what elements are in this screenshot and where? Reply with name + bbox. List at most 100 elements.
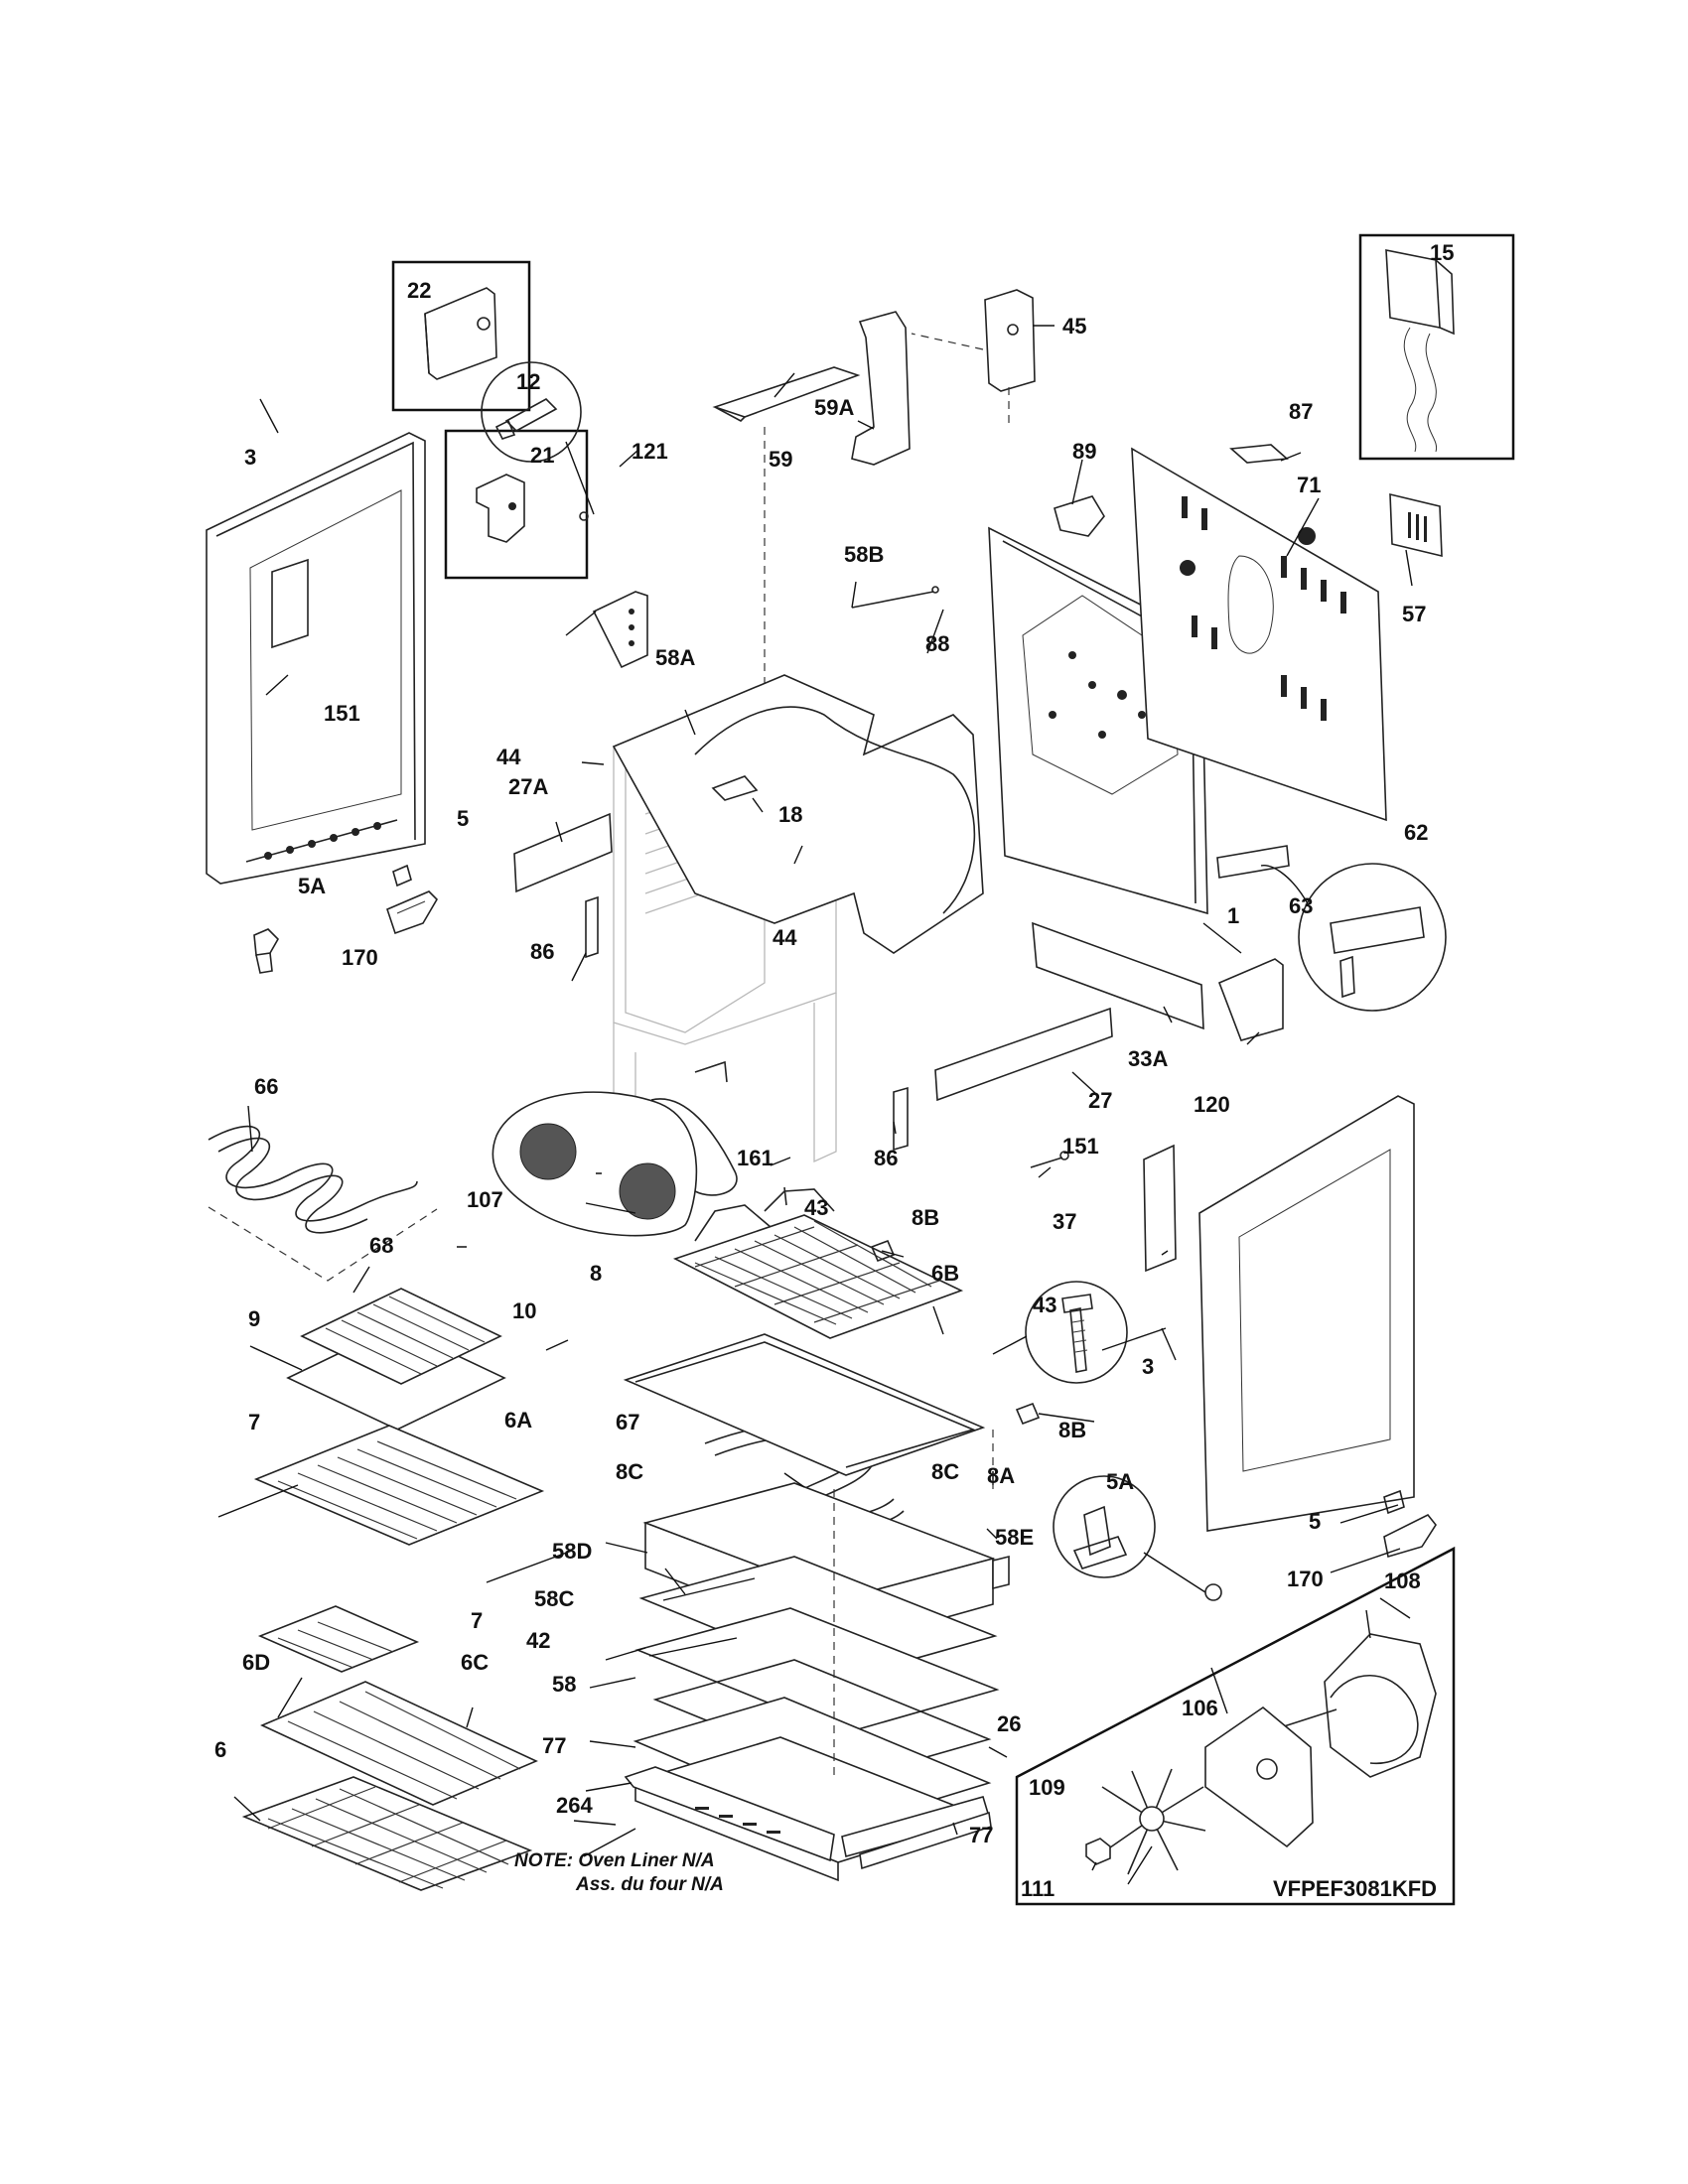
label-7-top: 7 [248,1410,260,1434]
label-170-left: 170 [342,945,378,970]
label-109: 109 [1029,1775,1065,1800]
rack-part-6c [260,1681,538,1806]
label-66: 66 [254,1074,278,1099]
label-87: 87 [1289,399,1313,424]
label-58d: 58D [552,1539,592,1564]
label-43-big: 43 [1033,1293,1056,1317]
label-6: 6 [214,1737,226,1762]
label-45: 45 [1062,314,1086,339]
label-8c-left: 8C [616,1459,643,1484]
inset-part-22 [391,260,531,412]
label-106: 106 [1182,1696,1218,1720]
label-89: 89 [1072,439,1096,464]
label-8c-right: 8C [931,1459,959,1484]
label-22: 22 [407,278,431,303]
detail-circle-part-12 [481,361,595,521]
label-107: 107 [467,1187,503,1212]
label-3-left: 3 [244,445,256,470]
label-27: 27 [1088,1088,1112,1113]
inset-part-15 [1358,233,1515,461]
rack-part-6d [257,1605,420,1673]
note-oven-liner: NOTE: Oven Liner N/A [514,1850,715,1871]
oven-cavity-assembly [513,444,1447,1172]
label-58: 58 [552,1672,576,1697]
drawer-assembly [624,1430,1010,1882]
label-111: 111 [1021,1876,1055,1901]
label-58c: 58C [534,1586,574,1611]
bracket-part-121 [592,591,648,669]
label-86-mid: 86 [874,1146,898,1170]
note-oven-liner-french: Ass. du four N/A [575,1874,724,1895]
label-8a: 8A [987,1463,1015,1488]
label-18: 18 [778,802,802,827]
label-161: 161 [737,1146,774,1170]
detail-circle-part-43 [783,1151,1128,1426]
label-44-mid: 44 [773,925,797,950]
label-1: 1 [1227,903,1239,928]
tray-part-8 [623,1333,986,1476]
label-58b: 58B [844,542,884,567]
rack-part-6 [241,1776,533,1891]
label-57: 57 [1402,602,1426,626]
label-88: 88 [925,631,949,656]
part-labels: 15 22 21 45 59A 59 87 89 71 57 3 121 58B… [214,240,1454,1901]
label-12: 12 [516,369,540,394]
label-27a: 27A [508,774,548,799]
label-33a: 33A [1128,1046,1168,1071]
label-26: 26 [997,1711,1021,1736]
label-121: 121 [632,439,668,464]
label-6b: 6B [931,1261,959,1286]
label-5-right: 5 [1309,1509,1321,1534]
left-leg-parts [253,864,439,974]
label-10: 10 [512,1298,536,1323]
label-44-top: 44 [496,745,521,769]
label-6a: 6A [504,1408,532,1433]
label-67: 67 [616,1410,639,1434]
label-6c: 6C [461,1650,489,1675]
label-264: 264 [556,1793,593,1818]
label-42: 42 [526,1628,550,1653]
convection-motor-inset [1015,1546,1456,1906]
label-43-small: 43 [804,1195,828,1220]
label-170-right: 170 [1287,1567,1324,1591]
label-3-right: 3 [1142,1354,1154,1379]
label-71: 71 [1297,473,1321,497]
label-63: 63 [1289,893,1313,918]
label-9: 9 [248,1306,260,1331]
label-8b-bottom: 8B [1058,1418,1086,1442]
inset-part-21 [444,429,589,580]
vent-duct-parts [712,289,1036,715]
label-151-right: 151 [1062,1134,1099,1159]
label-6d: 6D [242,1650,270,1675]
label-21: 21 [530,443,554,468]
rack-part-6a [217,1425,573,1583]
broiler-pan-parts-9-10 [286,1288,506,1431]
label-120: 120 [1194,1092,1230,1117]
label-58e: 58E [995,1525,1034,1550]
label-62: 62 [1404,820,1428,845]
label-151-left: 151 [324,701,360,726]
label-86-left: 86 [530,939,554,964]
label-59: 59 [769,447,792,472]
label-77-right: 77 [969,1823,993,1847]
detail-circle-part-5a [1053,1475,1222,1601]
right-side-panel-part-3 [1143,1095,1437,1559]
label-8: 8 [590,1261,602,1286]
convection-cover-part-107 [492,1060,738,1237]
label-15: 15 [1430,240,1454,265]
left-side-panel-part-3 [206,432,426,885]
label-7-bottom: 7 [471,1608,483,1633]
model-number: VFPEF3081KFD [1273,1876,1437,1901]
label-68: 68 [369,1233,393,1258]
label-8b-top: 8B [912,1205,939,1230]
leader-lines [233,325,1413,1885]
label-108: 108 [1384,1569,1421,1593]
label-5-left: 5 [457,806,469,831]
label-59a: 59A [814,395,854,420]
rack-part-6b [672,1188,964,1339]
label-77-left: 77 [542,1733,566,1758]
label-5a-left: 5A [298,874,326,898]
label-58a: 58A [655,645,695,670]
label-5a-right: 5A [1106,1469,1134,1494]
